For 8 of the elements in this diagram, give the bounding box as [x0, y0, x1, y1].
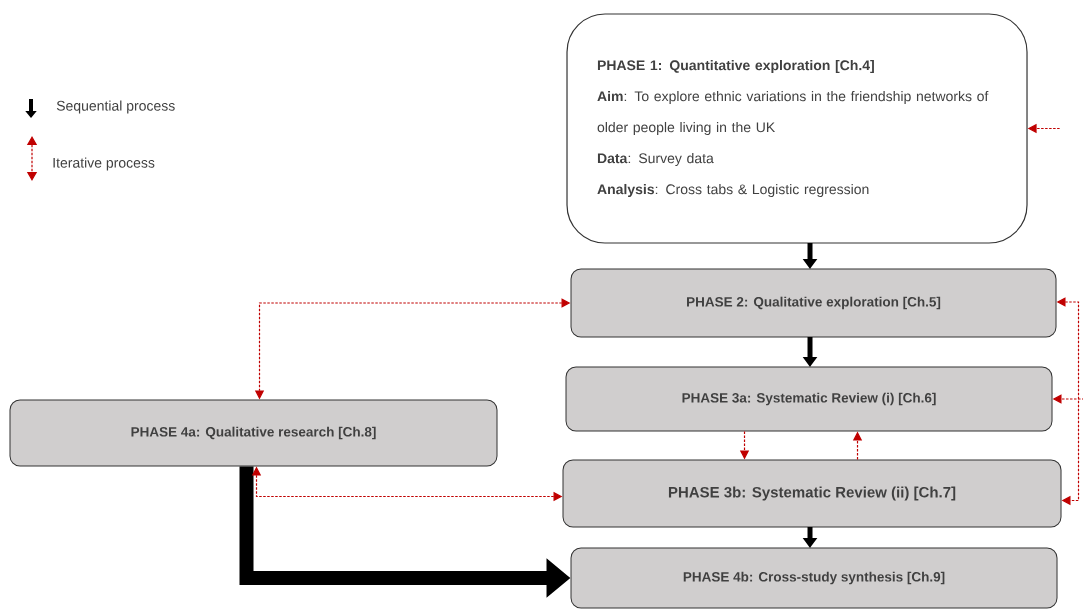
- phase-box: PHASE 3b: Systematic Review (ii) [Ch.7]: [562, 459, 1062, 528]
- legend-label: Sequential process: [56, 100, 175, 114]
- phase-box: PHASE 4b: Cross-study synthesis [Ch.9]: [570, 547, 1058, 609]
- legend-label: Iterative process: [53, 157, 155, 171]
- phase-box: PHASE 4a: Qualitative research [Ch.8]: [9, 399, 498, 467]
- phase-box: PHASE 1: Quantitative exploration [Ch.4] Aim: To explore ethnic variations in the friendship networks of older people living in the UK Data: Survey data Analysis: Cross tabs & Logistic regression: [566, 13, 1028, 244]
- phase-box: PHASE 3a: Systematic Review (i) [Ch.6]: [565, 366, 1053, 432]
- phase-box: PHASE 2: Qualitative exploration [Ch.5]: [570, 268, 1057, 338]
